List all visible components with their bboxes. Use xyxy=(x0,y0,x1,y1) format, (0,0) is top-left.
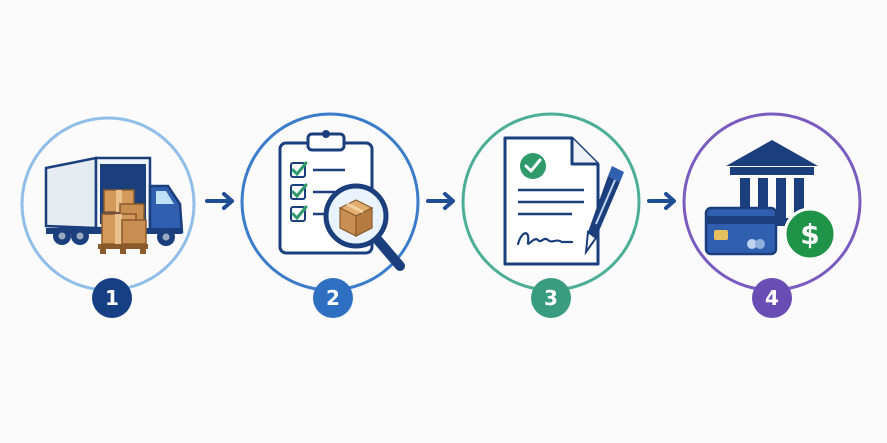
flow-arrow-2-to-3 xyxy=(426,192,455,210)
svg-text:$: $ xyxy=(800,218,819,251)
step-1-badge xyxy=(92,278,132,318)
magnifying-glass-icon xyxy=(323,183,405,271)
step-1-number: 1 xyxy=(105,286,119,310)
flow-arrow-1-to-2 xyxy=(205,192,234,210)
delivery-truck-icon xyxy=(44,156,184,254)
step-3-number: 3 xyxy=(544,286,558,310)
step-4: $ 4 xyxy=(682,112,862,318)
step-3: 3 xyxy=(461,112,641,318)
step-2-badge xyxy=(313,278,353,318)
step-3-badge xyxy=(531,278,571,318)
pen-icon xyxy=(584,166,624,256)
step-4-number: 4 xyxy=(765,286,779,310)
flow-arrow-3-to-4 xyxy=(647,192,676,210)
step-2: 2 xyxy=(240,112,420,318)
signature-scribble xyxy=(516,232,574,246)
step-1: 1 xyxy=(20,116,196,318)
step-2-number: 2 xyxy=(326,286,340,310)
bank-payment-icon: $ xyxy=(704,140,837,261)
cardboard-boxes xyxy=(98,189,148,254)
step-4-badge xyxy=(752,278,792,318)
dollar-coin-icon: $ xyxy=(783,207,837,261)
signed-document-icon xyxy=(503,136,624,266)
inspection-checklist-icon xyxy=(278,130,405,271)
checklist-items xyxy=(290,161,345,222)
credit-card-icon xyxy=(704,206,778,256)
approved-check-icon xyxy=(520,153,546,179)
